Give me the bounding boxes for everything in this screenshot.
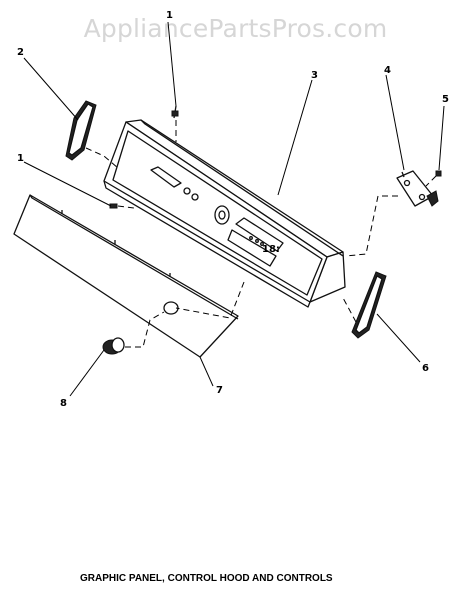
callout-7: 7 xyxy=(216,385,223,396)
control-hood xyxy=(103,119,346,308)
watermark: AppliancePartsPros.com xyxy=(83,14,388,43)
callout-6: 6 xyxy=(422,363,429,374)
callout-1-left: 1 xyxy=(17,153,24,164)
left-end-cap xyxy=(65,100,97,161)
panel-display-text: 18: xyxy=(262,244,280,255)
callout-2: 2 xyxy=(17,47,24,58)
assembly-lines xyxy=(85,120,437,348)
right-end-cap xyxy=(351,271,387,339)
screw-top xyxy=(171,105,179,119)
control-switch xyxy=(396,170,439,207)
diagram-caption: GRAPHIC PANEL, CONTROL HOOD AND CONTROLS xyxy=(80,573,333,584)
control-knob xyxy=(102,337,125,355)
callout-1-top: 1 xyxy=(166,10,173,21)
callout-5: 5 xyxy=(442,94,449,105)
leader-lines xyxy=(23,21,445,397)
screw-left xyxy=(109,203,118,209)
screw-right xyxy=(435,170,442,177)
callout-4: 4 xyxy=(384,65,391,76)
callout-8: 8 xyxy=(60,398,67,409)
callout-3: 3 xyxy=(311,70,318,81)
